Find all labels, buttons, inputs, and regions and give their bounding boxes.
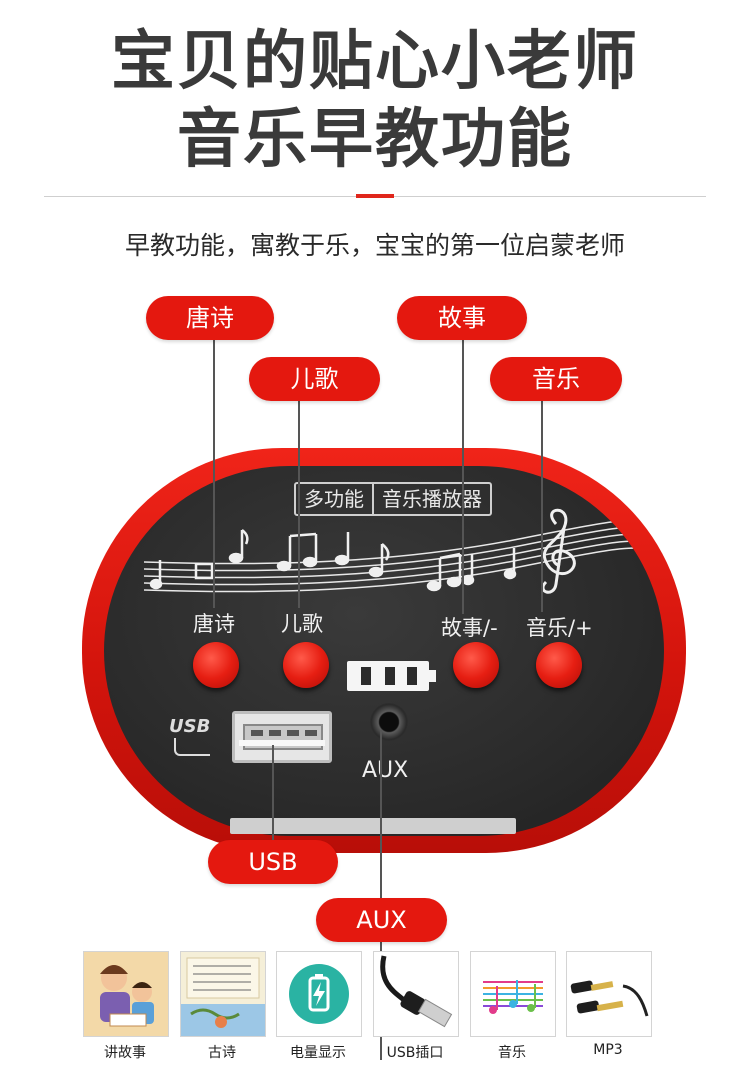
usb-logo: USB [169, 716, 211, 737]
callout-music: 音乐 [490, 357, 622, 401]
callout-line-music [541, 400, 543, 612]
aux-port-label: AUX [362, 758, 409, 783]
music-staff-icon [143, 508, 664, 594]
usb-cable-icon [373, 951, 459, 1037]
subtitle: 早教功能，寓教于乐，宝宝的第一位启蒙老师 [124, 231, 625, 260]
callout-line-nursery [298, 400, 300, 608]
ancient-poem-icon [180, 951, 266, 1037]
panel-label-tang-poems: 唐诗 [193, 612, 235, 636]
panel-edge [230, 818, 516, 834]
callout-usb: USB [208, 840, 338, 884]
battery-indicator-icon [347, 661, 436, 691]
aux-jack[interactable] [370, 703, 408, 741]
panel-label-nursery: 儿歌 [281, 612, 323, 636]
usb-logo-icon [174, 738, 210, 756]
brand-right: 音乐播放器 [382, 487, 482, 511]
callout-aux: AUX [316, 898, 447, 942]
callout-line-stories [462, 338, 464, 614]
feature-label-mp3: MP3 [593, 1042, 623, 1058]
feature-label-music: 音乐 [498, 1045, 526, 1061]
brand-plate: 多功能 音乐播放器 [294, 482, 492, 516]
tang-poems-button[interactable] [193, 642, 239, 688]
feature-label-poems: 古诗 [208, 1045, 236, 1061]
callout-tang-poems: 唐诗 [146, 296, 274, 340]
feature-label-storytelling: 讲故事 [104, 1045, 146, 1061]
divider-accent [356, 194, 394, 198]
nursery-rhyme-button[interactable] [283, 642, 329, 688]
panel-label-story-minus: 故事/- [441, 616, 498, 640]
story-minus-button[interactable] [453, 642, 499, 688]
music-notes-icon [470, 951, 556, 1037]
callout-stories: 故事 [397, 296, 527, 340]
callout-line-tang-poems [213, 338, 215, 608]
callout-line-usb [272, 745, 274, 845]
audio-jack-icon [566, 951, 652, 1037]
callout-nursery: 儿歌 [249, 357, 380, 401]
panel-label-music-plus: 音乐/+ [526, 616, 593, 640]
brand-left: 多功能 [296, 484, 374, 514]
battery-charge-icon [276, 951, 362, 1037]
headline-line-2: 音乐早教功能 [177, 103, 573, 177]
headline-line-1: 宝贝的贴心小老师 [111, 25, 639, 99]
usb-port[interactable] [232, 711, 332, 763]
callout-line-aux [380, 730, 382, 1060]
feature-label-battery: 电量显示 [290, 1045, 346, 1061]
music-plus-button[interactable] [536, 642, 582, 688]
storytelling-icon [83, 951, 169, 1037]
feature-label-usb: USB插口 [386, 1045, 444, 1061]
